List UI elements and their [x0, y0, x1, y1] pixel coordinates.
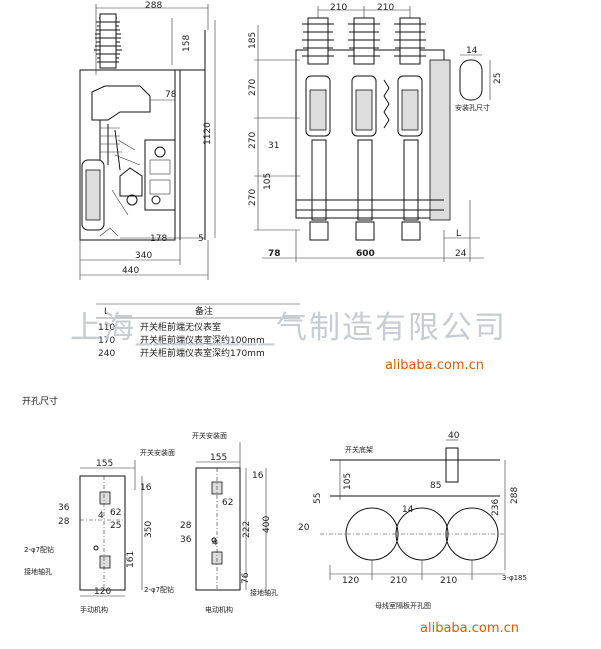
manual-d155: 155 — [96, 459, 113, 469]
busbar-d55: 55 — [313, 493, 323, 504]
dim-105: 105 — [263, 173, 273, 190]
electric-drill-label: 2-φ7配钻 — [144, 585, 174, 594]
side-arm — [91, 85, 151, 121]
dim-25: 25 — [493, 73, 503, 84]
electric-d155: 155 — [210, 453, 227, 463]
busbar-holes-label: 3-φ185 — [502, 574, 527, 582]
legend-row-1-note: 开关柜前端无仪表室 — [140, 321, 221, 333]
side-panel — [144, 139, 176, 211]
busbar-d210b: 210 — [440, 576, 457, 586]
electric-caption: 电动机构 — [205, 605, 233, 614]
dim-31: 31 — [268, 141, 279, 151]
manual-drill-label: 2-φ7配钻 — [24, 545, 54, 554]
busbar-d85: 85 — [430, 481, 441, 491]
dim-270a: 270 — [248, 79, 258, 96]
dim-270b: 270 — [248, 132, 258, 149]
legend-row-3-l: 240 — [98, 349, 115, 359]
busbar-d236: 236 — [491, 499, 501, 516]
manual-mechanism: 开关安装面 155 16 36 4 62 25 28 350 161 120 2… — [24, 448, 175, 614]
electric-ground-label: 接地轴孔 — [250, 588, 278, 597]
manual-d28: 28 — [58, 517, 70, 527]
electric-d222: 222 — [242, 521, 252, 538]
dim-288: 288 — [145, 1, 162, 11]
electric-d16: 16 — [252, 471, 264, 481]
dim-5: 5 — [198, 234, 204, 244]
busbar-hole-3 — [445, 507, 499, 561]
dim-270c: 270 — [248, 189, 258, 206]
manual-d16: 16 — [140, 483, 152, 493]
legend-row-3-note: 开关柜前端仪表室深约170mm — [140, 347, 265, 359]
dim-178: 178 — [150, 234, 167, 244]
manual-mount-label: 开关安装面 — [140, 448, 175, 457]
alibaba-brand-bottom: alibaba.com.cn — [420, 621, 519, 636]
mount-slot — [459, 59, 483, 101]
manual-d161: 161 — [126, 551, 136, 568]
dim-185: 185 — [248, 32, 258, 49]
electric-mount-label: 开关安装面 — [192, 431, 227, 440]
busbar-d105: 105 — [343, 473, 353, 490]
dim-210b: 210 — [377, 3, 394, 13]
alibaba-brand-top: alibaba.com.cn — [385, 358, 484, 373]
electric-mechanism: 开关安装面 155 16 62 4 28 36 222 400 76 2-φ7配… — [144, 431, 278, 614]
dim-24: 24 — [455, 249, 467, 259]
dim-1120: 1120 — [203, 122, 213, 145]
electric-d4: 4 — [212, 538, 218, 548]
busbar-caption: 母线室隔板开孔图 — [375, 601, 431, 610]
dim-L: L — [456, 229, 461, 239]
mount-hole-label: 安装孔尺寸 — [455, 103, 490, 112]
dim-210a: 210 — [330, 3, 347, 13]
manual-d25: 25 — [110, 521, 121, 531]
manual-ground-label: 接地轴孔 — [24, 567, 52, 576]
dim-158: 158 — [182, 35, 192, 52]
manual-panel — [79, 475, 126, 591]
electric-d62: 62 — [222, 498, 233, 508]
pole-1 — [302, 17, 334, 241]
dim-600: 600 — [356, 249, 375, 259]
electric-d28: 28 — [180, 521, 192, 531]
electric-d76: 76 — [241, 572, 251, 584]
legend-row-2-l: 170 — [98, 336, 115, 346]
busbar-d288: 288 — [510, 487, 520, 504]
manual-d120: 120 — [94, 587, 111, 597]
mount-hole-detail: 14 25 安装孔尺寸 — [455, 46, 503, 112]
busbar-plate: 开关底架 40 105 85 55 14 288 236 20 120 210 … — [298, 431, 527, 610]
dim-78-front: 78 — [268, 249, 281, 259]
front-view: 210 210 185 270 270 270 31 105 — [248, 3, 484, 262]
legend-table: L 备注 110 开关柜前端无仪表室 170 开关柜前端仪表室深约100mm 2… — [96, 303, 300, 359]
legend-row-2-note: 开关柜前端仪表室深约100mm — [140, 334, 265, 346]
manual-d62: 62 — [110, 508, 121, 518]
busbar-d20: 20 — [298, 523, 310, 533]
legend-header-l: L — [104, 307, 109, 317]
dim-78: 78 — [165, 90, 177, 100]
busbar-d14: 14 — [402, 505, 414, 515]
electric-d36: 36 — [180, 535, 192, 545]
dim-440: 440 — [122, 266, 139, 276]
dim-340: 340 — [135, 251, 152, 261]
manual-d4: 4 — [98, 511, 104, 521]
busbar-d40: 40 — [448, 431, 460, 441]
manual-d36: 36 — [58, 503, 70, 513]
legend-header-note: 备注 — [195, 305, 213, 317]
legend-row-1-l: 110 — [98, 323, 115, 333]
side-insulator — [94, 13, 122, 69]
section-title: 开孔尺寸 — [22, 395, 58, 407]
manual-caption: 手动机构 — [80, 605, 108, 614]
busbar-frame-label: 开关底架 — [345, 445, 373, 454]
electric-d400: 400 — [262, 516, 272, 533]
pole-2 — [348, 17, 380, 241]
busbar-d210a: 210 — [390, 576, 407, 586]
manual-d350: 350 — [144, 521, 154, 538]
pole-3 — [394, 17, 426, 241]
dim-14: 14 — [466, 46, 478, 56]
busbar-d120: 120 — [342, 576, 359, 586]
busbar-frame-post — [445, 447, 459, 483]
side-view: 288 158 1120 78 — [79, 1, 216, 280]
company-watermark: 上海________气制造有限公司 — [70, 310, 507, 346]
electric-panel — [195, 467, 241, 591]
